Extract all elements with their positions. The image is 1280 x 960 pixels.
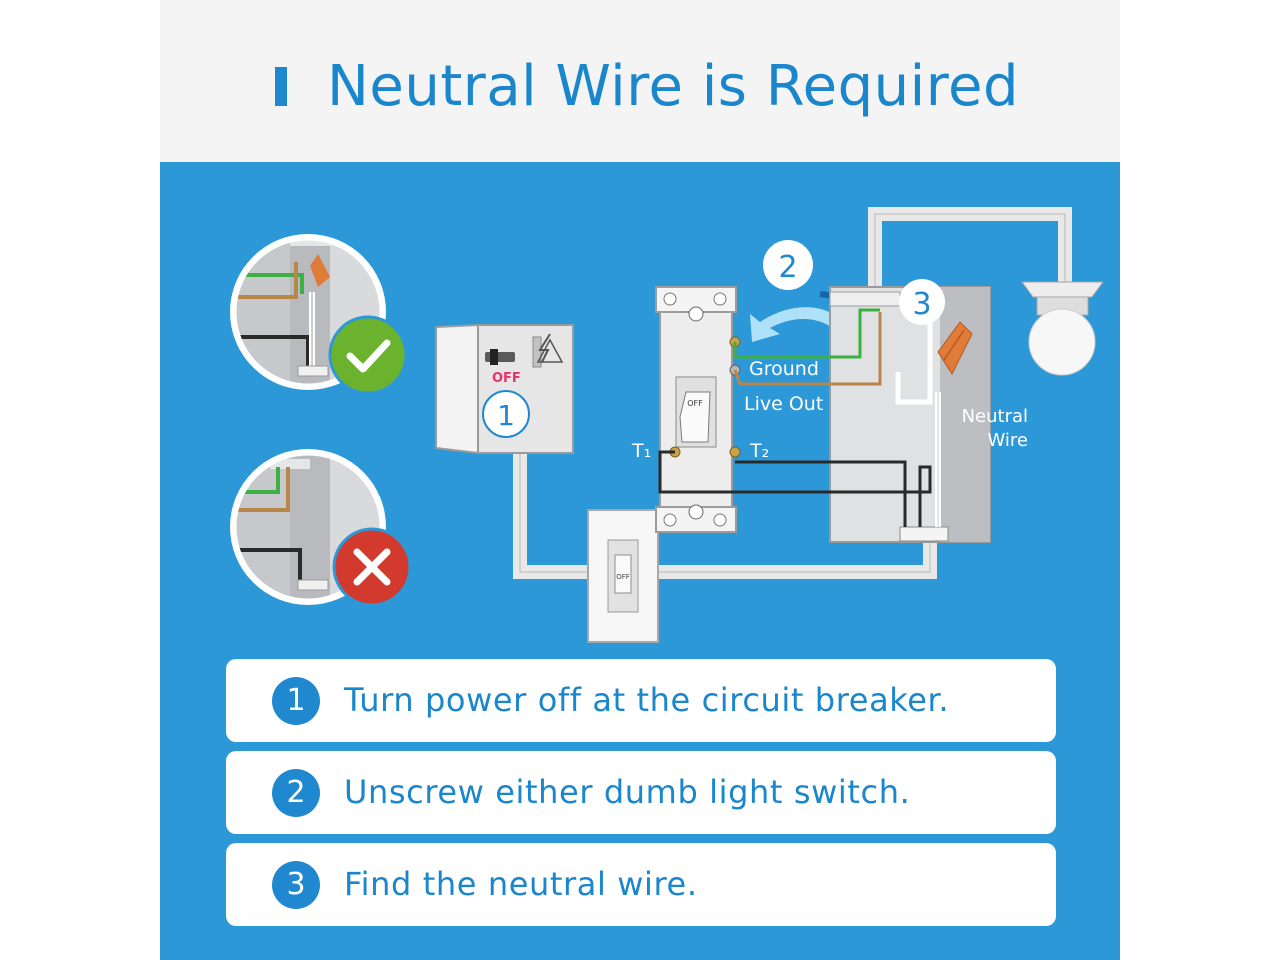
- breaker-panel: OFF 1: [435, 323, 574, 455]
- breaker-off-label: OFF: [492, 371, 521, 386]
- step-number-badge: 1: [272, 677, 320, 725]
- line-wire: [658, 450, 932, 527]
- callout-3: [899, 279, 945, 325]
- wrong-box-illustration: [230, 449, 412, 607]
- live-out-wire: [733, 312, 882, 386]
- step-number-badge: 3: [272, 861, 320, 909]
- title-accent-bar: [275, 67, 287, 106]
- wall-light-switch: OFF: [587, 509, 659, 643]
- step-1: 1 Turn power off at the circuit breaker.: [226, 659, 1056, 742]
- unscrew-arrow: 2: [750, 240, 857, 342]
- page-title: Neutral Wire is Required: [327, 54, 1020, 119]
- light-bulb-icon: [1021, 281, 1104, 376]
- svg-text:1: 1: [497, 399, 515, 432]
- svg-text:2: 2: [778, 250, 797, 285]
- ground-wire: [733, 308, 880, 359]
- ground-label: Ground: [749, 358, 819, 380]
- correct-box-illustration: [230, 234, 408, 395]
- header: Neutral Wire is Required: [160, 0, 1120, 162]
- svg-text:3: 3: [912, 287, 931, 322]
- neutral-label-line1: Neutral: [962, 406, 1028, 427]
- callout-1: [482, 390, 530, 438]
- svg-text:OFF: OFF: [687, 399, 703, 408]
- step-text: Turn power off at the circuit breaker.: [344, 681, 950, 719]
- step-text: Find the neutral wire.: [344, 865, 698, 903]
- wire-connector-icon: [937, 321, 973, 376]
- step-text: Unscrew either dumb light switch.: [344, 773, 911, 811]
- callout-2: [763, 240, 813, 290]
- conduit: [513, 207, 1072, 579]
- step-2: 2 Unscrew either dumb light switch.: [226, 751, 1056, 834]
- junction-box: 3: [829, 279, 991, 543]
- t1-label: T₁: [631, 440, 651, 462]
- wires: [658, 308, 973, 527]
- svg-text:OFF: OFF: [616, 573, 630, 581]
- live-out-label: Live Out: [744, 393, 823, 415]
- step-number-badge: 2: [272, 769, 320, 817]
- load-wire: [735, 460, 907, 527]
- t2-label: T₂: [749, 440, 769, 462]
- wiring-diagram: OFF 1 OFF OFF: [230, 207, 1104, 643]
- infographic-card: Neutral Wire is Required: [160, 0, 1120, 960]
- check-icon: [328, 315, 408, 395]
- step-3: 3 Find the neutral wire.: [226, 843, 1056, 926]
- neutral-label-line2: Wire: [988, 430, 1028, 451]
- neutral-loop: [895, 322, 933, 405]
